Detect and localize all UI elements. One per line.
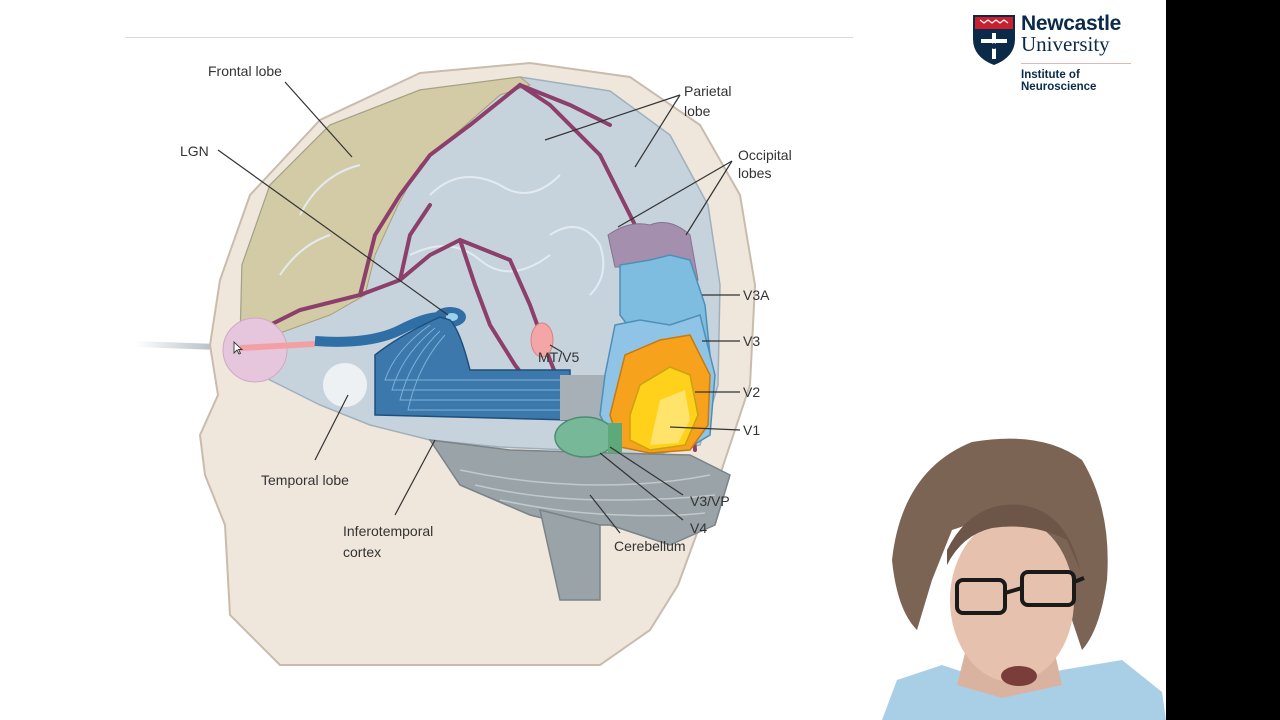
label-v1: V1 xyxy=(743,422,760,438)
cerebellum-folia xyxy=(459,469,716,517)
optic-nerve xyxy=(314,312,441,347)
logo-subtitle-line2: Neuroscience xyxy=(1021,81,1097,93)
label-parietal-line2: lobe xyxy=(684,103,711,119)
university-logo: Newcastle University Institute of Neuros… xyxy=(971,12,1137,95)
temporal-lobe-spot xyxy=(323,363,367,407)
logo-divider xyxy=(1021,63,1131,64)
optic-radiation-fibers xyxy=(384,324,570,411)
label-parietal-line1: Parietal xyxy=(684,83,731,99)
leader-lines xyxy=(217,81,741,534)
area-mt-v5 xyxy=(530,322,554,358)
label-v2: V2 xyxy=(743,384,760,400)
label-v4: V4 xyxy=(690,520,707,536)
presenter-hair xyxy=(892,438,1108,650)
brainstem xyxy=(539,508,601,601)
presenter-hair-fringe xyxy=(947,504,1080,570)
label-mt-v5: MT/V5 xyxy=(538,349,579,365)
video-side-bar xyxy=(1166,0,1280,720)
label-v3-vp: V3/VP xyxy=(690,493,730,509)
crest-icon xyxy=(973,15,1015,65)
label-cerebellum: Cerebellum xyxy=(614,538,686,554)
presenter-mouth xyxy=(1001,666,1037,686)
title-rule xyxy=(125,37,853,38)
area-v3-vp xyxy=(608,423,622,453)
label-inferotemporal-line1: Inferotemporal xyxy=(343,523,433,539)
label-occipital-line1: Occipital xyxy=(738,147,792,163)
presenter-video xyxy=(882,438,1166,720)
label-temporal-lobe: Temporal lobe xyxy=(261,472,349,488)
area-v4 xyxy=(554,416,616,458)
mouse-cursor-icon xyxy=(233,341,243,355)
v1-inner xyxy=(650,390,690,445)
visual-cortex-diagram: Frontal lobe LGN Parietal lobe Occipital… xyxy=(135,61,792,666)
slide: Newcastle University Institute of Neuros… xyxy=(125,12,1137,666)
label-v3a: V3A xyxy=(743,287,770,303)
label-lgn: LGN xyxy=(180,143,209,159)
logo-subtitle-line1: Institute of xyxy=(1021,69,1080,81)
brain-sulci xyxy=(279,164,605,296)
frontal-lobe-region xyxy=(239,76,532,346)
label-v3: V3 xyxy=(743,333,760,349)
label-frontal-lobe: Frontal lobe xyxy=(208,63,282,79)
presenter-face xyxy=(950,518,1074,682)
logo-name-line2: University xyxy=(1021,32,1110,56)
label-occipital-line2: lobes xyxy=(738,165,771,181)
optic-light-ray xyxy=(240,341,315,351)
glasses-icon xyxy=(955,570,1085,615)
logo-name-line1: Newcastle xyxy=(1021,12,1122,35)
label-inferotemporal-line2: cortex xyxy=(343,544,381,560)
